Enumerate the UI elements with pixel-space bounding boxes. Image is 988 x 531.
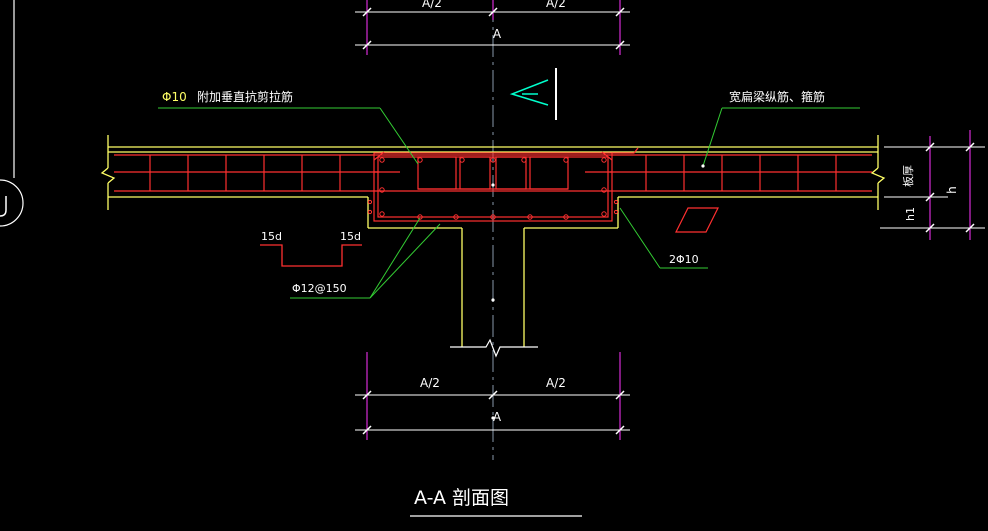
corner-bars-label: 2Φ10 [669,253,699,266]
top-dim-total: A [493,27,502,41]
leader-endpoint [701,164,705,168]
center-dot [491,183,495,187]
bottom-dimension [355,352,630,440]
beam-bars-label: 宽扁梁纵筋、箍筋 [729,89,825,104]
bottom-dim-half-right: A/2 [546,376,566,390]
beam-drop-label: h1 [904,207,917,221]
hook-sketch [260,244,362,267]
top-dim-half-right: A/2 [546,0,566,10]
column-break-line [450,338,538,358]
stirrups-label: Φ12@150 [292,282,347,295]
drawing-title: A-A 剖面图 [414,487,509,509]
hook-length-left: 15d [261,230,282,243]
top-dimension [355,0,630,55]
concrete-outline [100,135,886,347]
bottom-dim-total: A [493,410,502,424]
slab-thickness-label: 板厚 [901,165,915,187]
right-dimensions [880,130,985,240]
rebar-cage [114,147,872,222]
leader-lines [158,107,860,299]
center-dot [491,416,495,420]
hook-length-right: 15d [340,230,361,243]
bar-section-symbol [675,207,719,233]
tie-description-label: 附加垂直抗剪拉筋 [197,89,293,104]
section-marker [509,68,557,120]
top-dim-half-left: A/2 [422,0,442,10]
center-dot [491,298,495,302]
rebar-dots [367,157,619,220]
bottom-dim-half-left: A/2 [420,376,440,390]
left-edge-fragment [0,0,24,227]
tie-symbol-label: Φ10 [162,90,187,104]
beam-height-label: h [945,186,959,194]
